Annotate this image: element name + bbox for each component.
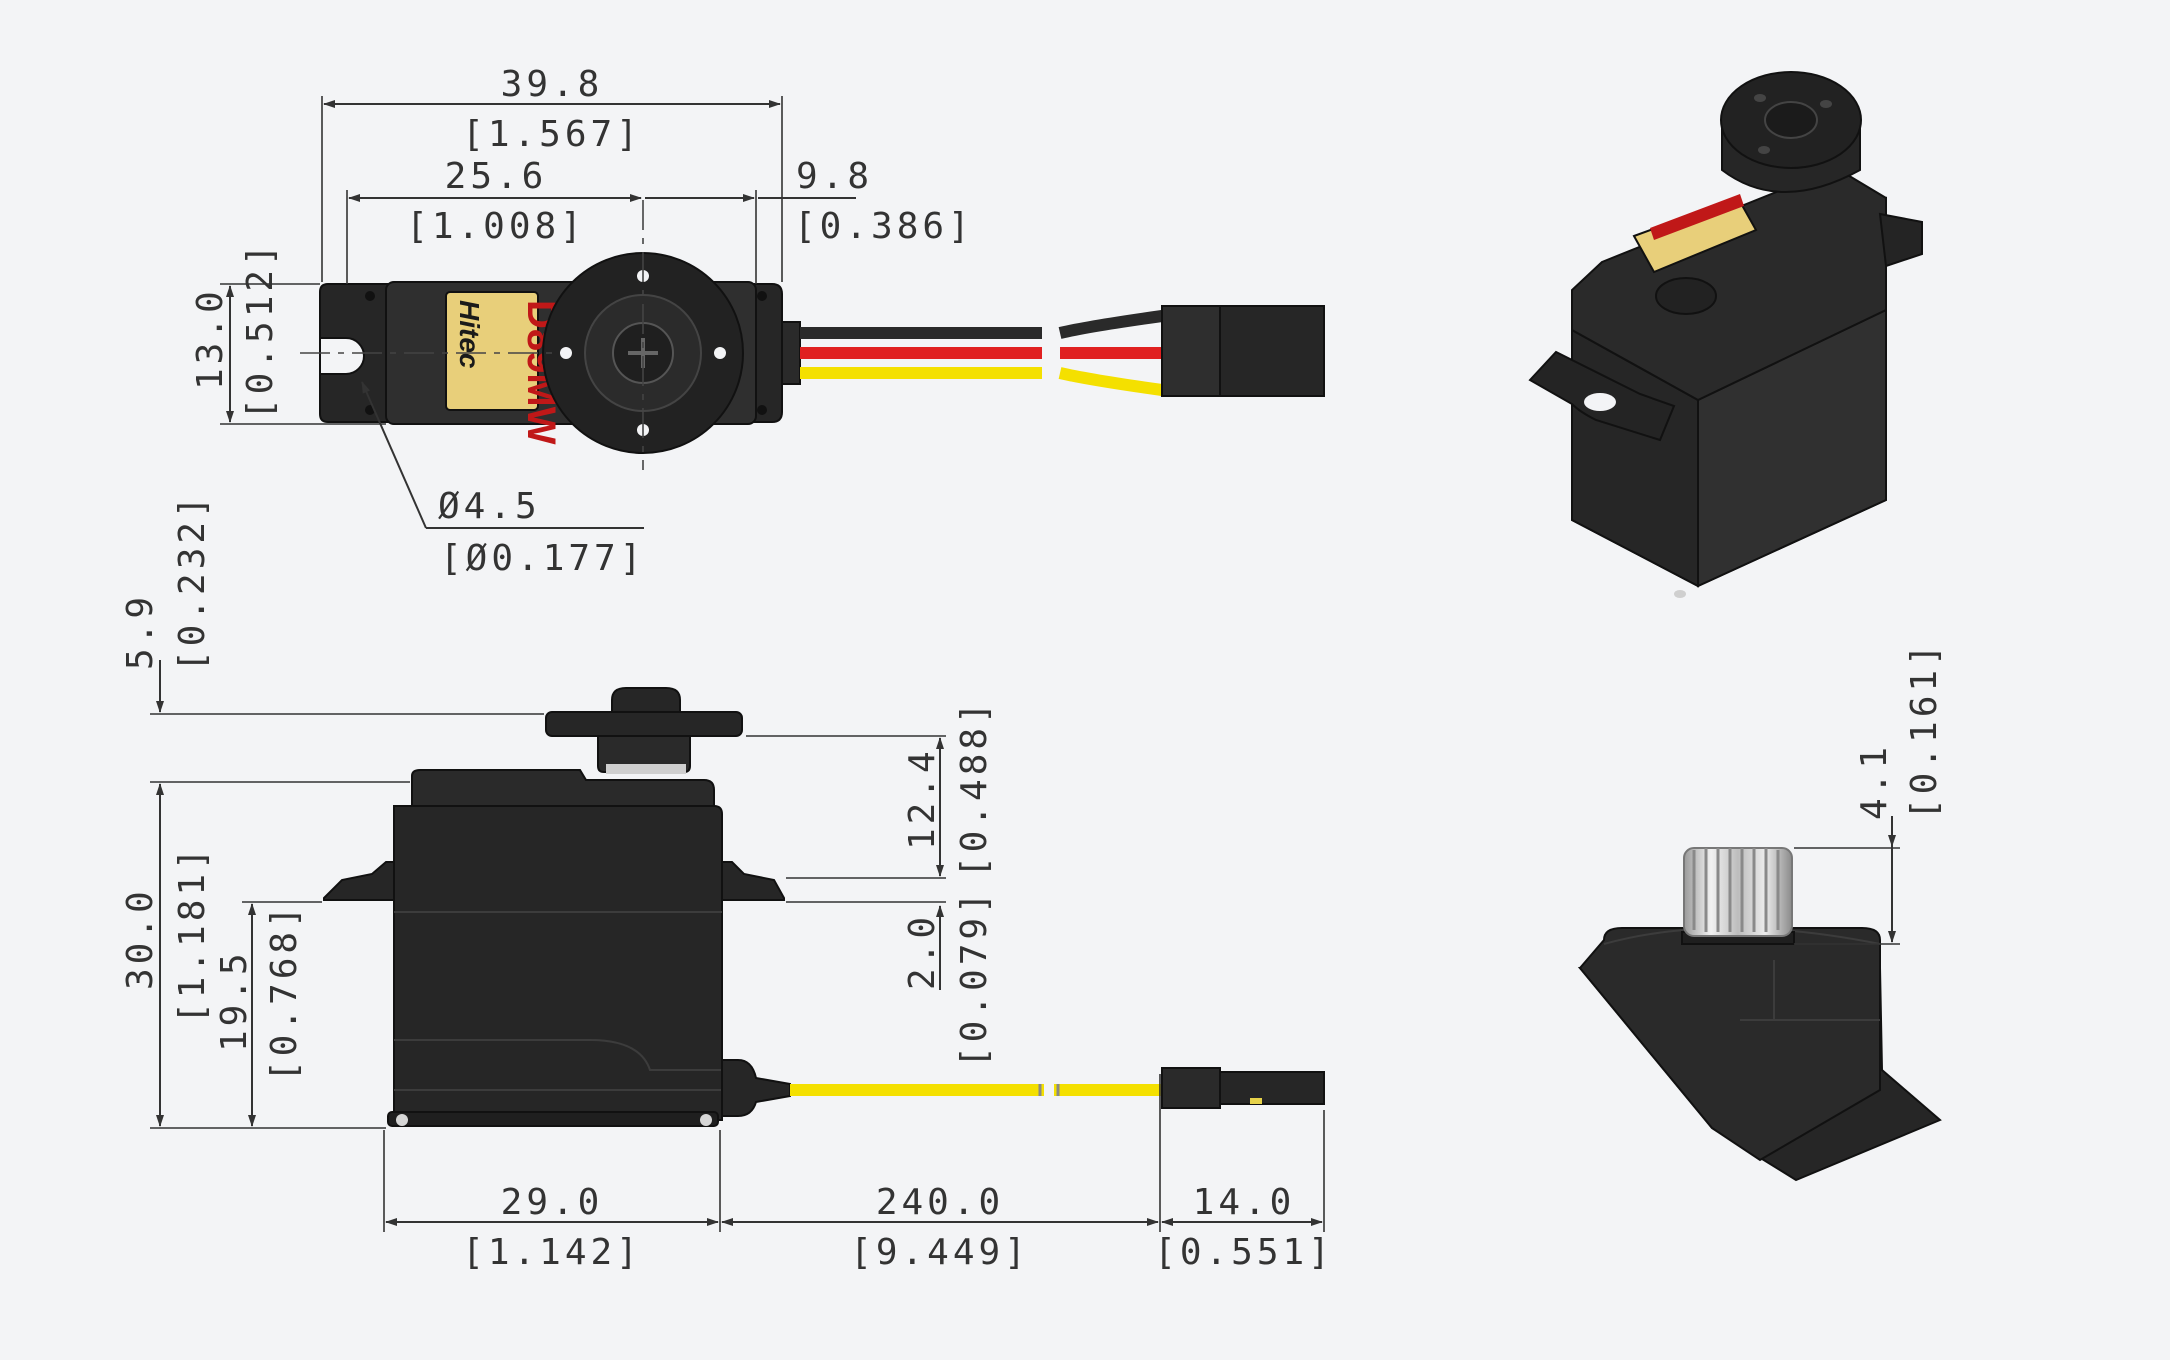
iso-mount-tab-right: [1878, 212, 1923, 268]
case-screw: [396, 1114, 408, 1126]
output-spline: [1683, 847, 1793, 937]
mount-tab-right: [721, 861, 785, 901]
wire-grommet: [781, 321, 801, 385]
screw-hole: [757, 405, 767, 415]
dim-spline-height-mm: 4.1: [1854, 743, 1895, 820]
dim-flange-height-mm: 19.5: [214, 949, 255, 1052]
dim-connector-length-mm: 14.0: [1193, 1182, 1296, 1223]
connector-grip: [1161, 305, 1221, 397]
mount-tab-left: [323, 861, 395, 901]
dim-flange-to-top-mm: 12.4: [902, 747, 943, 850]
dim-body-length-mm: 25.6: [445, 156, 548, 197]
dim-flange-height-in: [0.768]: [264, 902, 305, 1082]
output-bearing-ring: [606, 764, 686, 774]
servo-wire-side: [790, 1084, 1162, 1096]
dim-case-length-mm: 29.0: [501, 1182, 604, 1223]
dim-case-length-in: [1.142]: [462, 1232, 642, 1273]
dim-body-width-mm: 13.0: [190, 287, 231, 390]
screw-hole: [757, 291, 767, 301]
dim-wire-length-in: [9.449]: [850, 1232, 1030, 1273]
screw-hole: [365, 291, 375, 301]
top-view: D89MW Hitec 39.: [190, 64, 1325, 579]
side-view: 5.9 [0.232] 30.0 [1.181] 19.5 [0.768] 12…: [120, 492, 1334, 1273]
horn-hole: [560, 347, 572, 359]
dim-body-length-in: [1.008]: [406, 206, 586, 247]
dim-mount-hole-mm: Ø4.5: [438, 486, 541, 527]
mount-slot-left: [319, 337, 365, 375]
dim-flange-thickness-in: [0.079]: [954, 888, 995, 1068]
dim-total-height-in: [1.181]: [172, 844, 213, 1024]
dim-wire-length-mm: 240.0: [876, 1182, 1004, 1223]
dim-flange-to-top-in: [0.488]: [954, 698, 995, 878]
dim-mount-hole-in: [Ø0.177]: [440, 538, 645, 579]
dim-flange-thickness-mm: 2.0: [902, 913, 943, 990]
case-screw: [700, 1114, 712, 1126]
dim-body-width-in: [0.512]: [240, 240, 281, 420]
dim-output-offset-in: [0.386]: [794, 206, 974, 247]
horn-arm-side: [545, 711, 743, 737]
detail-case: [1578, 927, 1881, 1162]
servo-case-side: [393, 805, 723, 1121]
dim-horn-height-in: [0.232]: [172, 492, 213, 672]
isometric-view: [1528, 71, 1923, 598]
dim-horn-height-mm: 5.9: [120, 593, 161, 670]
case-bottom: [387, 1111, 719, 1127]
dim-total-length-in: [1.567]: [462, 114, 642, 155]
horn-cap-side: [611, 687, 681, 713]
spline-detail-view: 4.1 [0.161]: [1577, 640, 1945, 1182]
dim-total-height-mm: 30.0: [120, 887, 161, 990]
horn-hole: [714, 347, 726, 359]
dim-total-length-mm: 39.8: [501, 64, 604, 105]
dim-output-offset-mm: 9.8: [796, 156, 873, 197]
gear-case-top: [411, 769, 715, 807]
servo-wires-top: [800, 310, 1163, 396]
leader-mount-hole: [361, 381, 427, 529]
label-brand-text: Hitec: [454, 300, 485, 369]
wire-grommet-side: [721, 1059, 791, 1117]
dim-connector-length-in: [0.551]: [1154, 1232, 1334, 1273]
dim-spline-height-in: [0.161]: [1904, 640, 1945, 820]
